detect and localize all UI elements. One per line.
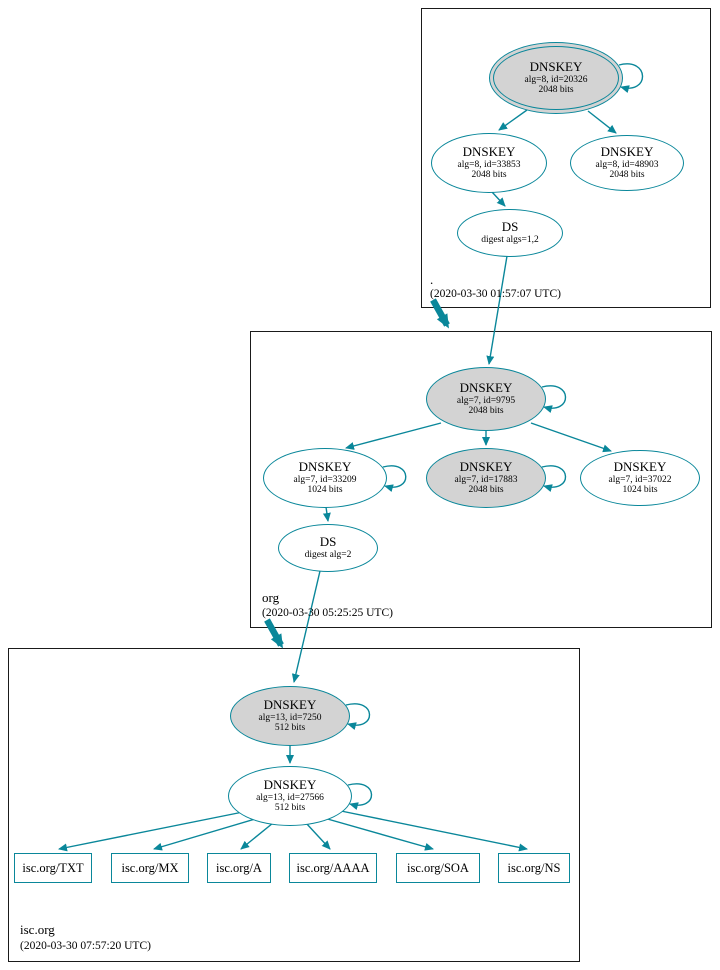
node-bits: 2048 bits: [538, 85, 574, 96]
zone-timestamp-isc-org: (2020-03-30 07:57:20 UTC): [20, 940, 151, 952]
rrset-label: isc.org/NS: [507, 860, 561, 875]
rrset-node-isc-org-soa: isc.org/SOA: [396, 853, 480, 883]
node-detail: alg=7, id=9795: [456, 395, 516, 406]
dnskey-node-root-zsk-33853: DNSKEY alg=8, id=33853 2048 bits: [431, 133, 547, 193]
rrset-node-isc-org-txt: isc.org/TXT: [14, 853, 92, 883]
rrset-node-isc-org-a: isc.org/A: [207, 853, 271, 883]
zone-timestamp-org: (2020-03-30 05:25:25 UTC): [262, 607, 393, 619]
node-bits: 512 bits: [274, 723, 306, 734]
zone-box-org: [250, 331, 712, 628]
node-detail: alg=8, id=20326: [524, 74, 588, 85]
dnskey-node-org-ksk-9795: DNSKEY alg=7, id=9795 2048 bits: [426, 367, 546, 431]
node-title: DNSKEY: [459, 380, 513, 396]
node-detail: alg=13, id=27566: [256, 792, 324, 803]
zone-label-isc-org: isc.org: [20, 922, 55, 937]
node-title: DNSKEY: [263, 777, 317, 793]
zone-label-org: org: [262, 590, 280, 605]
node-title: DNSKEY: [263, 697, 317, 713]
node-title: DS: [319, 534, 337, 550]
dnskey-node-org-zsk-33209: DNSKEY alg=7, id=33209 1024 bits: [263, 448, 387, 508]
rrset-node-isc-org-aaaa: isc.org/AAAA: [289, 853, 377, 883]
node-title: DNSKEY: [462, 144, 516, 160]
dnskey-node-org-zsk-37022: DNSKEY alg=7, id=37022 1024 bits: [580, 450, 700, 506]
node-bits: 1024 bits: [307, 485, 343, 496]
node-detail: digest algs=1,2: [481, 234, 539, 245]
ds-node-root: DS digest algs=1,2: [457, 209, 563, 257]
rrset-node-isc-org-ns: isc.org/NS: [498, 853, 570, 883]
dnskey-node-isc-ksk-7250: DNSKEY alg=13, id=7250 512 bits: [230, 686, 350, 746]
node-title: DNSKEY: [600, 144, 654, 160]
node-title: DS: [501, 219, 519, 235]
node-title: DNSKEY: [298, 459, 352, 475]
dnskey-node-org-ksk-17883: DNSKEY alg=7, id=17883 2048 bits: [426, 448, 546, 508]
node-detail: alg=7, id=33209: [293, 474, 357, 485]
dnskey-node-root-ksk-20326: DNSKEY alg=8, id=20326 2048 bits: [489, 42, 623, 114]
zone-box-root: [421, 8, 711, 308]
node-bits: 512 bits: [274, 803, 306, 814]
rrset-node-isc-org-mx: isc.org/MX: [111, 853, 189, 883]
rrset-label: isc.org/A: [216, 860, 262, 875]
node-detail: alg=13, id=7250: [258, 712, 322, 723]
ds-node-org: DS digest alg=2: [278, 524, 378, 572]
rrset-label: isc.org/TXT: [22, 860, 84, 875]
node-detail: alg=8, id=33853: [457, 159, 521, 170]
dnskey-node-isc-zsk-27566: DNSKEY alg=13, id=27566 512 bits: [228, 766, 352, 826]
rrset-label: isc.org/SOA: [407, 860, 469, 875]
dnskey-node-root-zsk-48903: DNSKEY alg=8, id=48903 2048 bits: [570, 135, 684, 191]
node-detail: alg=7, id=17883: [454, 474, 518, 485]
node-title: DNSKEY: [529, 59, 583, 75]
node-bits: 2048 bits: [471, 170, 507, 181]
node-title: DNSKEY: [459, 459, 513, 475]
node-title: DNSKEY: [613, 459, 667, 475]
node-bits: 2048 bits: [609, 170, 645, 181]
rrset-label: isc.org/AAAA: [296, 860, 370, 875]
ksk-inner-ring: DNSKEY alg=8, id=20326 2048 bits: [493, 46, 619, 110]
node-bits: 1024 bits: [622, 485, 658, 496]
node-detail: alg=7, id=37022: [608, 474, 672, 485]
node-bits: 2048 bits: [468, 485, 504, 496]
zone-timestamp-root: (2020-03-30 01:57:07 UTC): [430, 288, 561, 300]
rrset-label: isc.org/MX: [121, 860, 179, 875]
zone-label-root: .: [430, 272, 434, 287]
node-bits: 2048 bits: [468, 406, 504, 417]
node-detail: alg=8, id=48903: [595, 159, 659, 170]
node-detail: digest alg=2: [304, 549, 352, 560]
